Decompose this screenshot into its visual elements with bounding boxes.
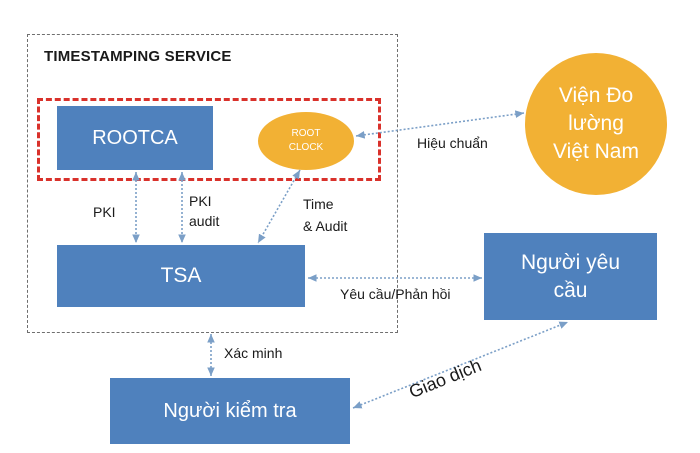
yeu-cau-phan-hoi-label: Yêu cầu/Phản hồi	[340, 286, 451, 302]
pki-label: PKI	[93, 204, 116, 220]
time-audit-label: Time & Audit	[303, 193, 347, 237]
root-clock-label-line2: CLOCK	[288, 142, 324, 153]
root-clock-node: ROOT CLOCK	[258, 112, 354, 170]
vien-do-luong-node: Viện Đo lường Việt Nam	[525, 53, 667, 195]
root-clock-label-line1: ROOT	[291, 128, 321, 139]
nguoi-yeu-cau-node: Người yêu cầu	[484, 233, 657, 320]
rootca-label: ROOTCA	[92, 126, 178, 149]
tsa-node: TSA	[57, 245, 305, 307]
time-audit-label-line1: Time	[303, 196, 334, 212]
service-title: TIMESTAMPING SERVICE	[44, 48, 232, 65]
hieu-chuan-label: Hiệu chuẩn	[417, 135, 488, 151]
nguoi-yeu-cau-label-line2: cầu	[553, 278, 588, 302]
tsa-label: TSA	[160, 264, 202, 287]
nguoi-kiem-tra-node: Người kiểm tra	[110, 378, 350, 444]
vien-do-label-line2: lường	[568, 112, 624, 135]
pki-audit-label: PKI audit	[189, 191, 219, 231]
vien-do-label-line3: Việt Nam	[553, 140, 639, 163]
xac-minh-label: Xác minh	[224, 345, 283, 361]
time-audit-label-line2: & Audit	[303, 218, 348, 234]
rootca-node: ROOTCA	[57, 106, 213, 170]
nguoi-yeu-cau-label-line1: Người yêu	[520, 250, 621, 274]
timestamping-service-boundary	[27, 34, 398, 333]
nguoi-kiem-tra-label: Người kiểm tra	[163, 399, 297, 422]
pki-audit-label-line2: audit	[189, 213, 220, 229]
giao-dich-label: Giao dịch	[406, 355, 485, 403]
vien-do-label-line1: Viện Đo	[558, 84, 634, 107]
pki-audit-label-line1: PKI	[189, 193, 212, 209]
root-group-boundary	[37, 98, 381, 181]
